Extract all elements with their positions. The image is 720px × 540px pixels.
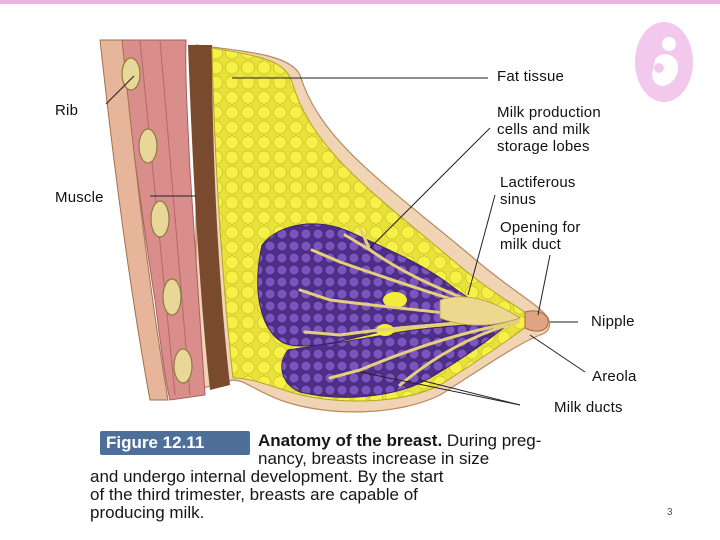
nipple bbox=[524, 310, 549, 332]
caption-line1: During preg- bbox=[442, 431, 542, 450]
caption-line2: nancy, breasts increase in size bbox=[258, 449, 490, 468]
slide-top-bar bbox=[0, 0, 720, 4]
label-nipple: Nipple bbox=[591, 313, 635, 330]
muscle-band bbox=[188, 45, 230, 390]
caption-line3: and undergo internal development. By the… bbox=[90, 467, 444, 486]
label-muscle: Muscle bbox=[55, 189, 104, 206]
label-fat-tissue: Fat tissue bbox=[497, 68, 565, 85]
mother-child-logo bbox=[635, 22, 693, 102]
label-areola: Areola bbox=[592, 368, 637, 385]
figure-caption: Figure 12.11 Anatomy of the breast. Duri… bbox=[90, 427, 660, 522]
caption-line4: of the third trimester, breasts are capa… bbox=[90, 485, 418, 504]
label-lactiferous-sinus: Lactiferous sinus bbox=[500, 174, 576, 208]
label-milk-ducts: Milk ducts bbox=[554, 399, 623, 416]
caption-line5: producing milk. bbox=[90, 503, 205, 522]
lactiferous-sinus bbox=[439, 296, 521, 326]
chest-wall-stripes bbox=[139, 39, 191, 396]
caption-title: Anatomy of the breast. bbox=[258, 431, 443, 450]
label-rib: Rib bbox=[55, 102, 79, 119]
page-number: 3 bbox=[667, 507, 673, 518]
label-milk-production: Milk production cells and milk storage l… bbox=[497, 104, 601, 155]
figure-number-badge: Figure 12.11 bbox=[100, 431, 250, 455]
ribs bbox=[121, 57, 193, 384]
leader-lines bbox=[105, 75, 586, 406]
label-opening-for-duct: Opening for milk duct bbox=[500, 219, 581, 253]
